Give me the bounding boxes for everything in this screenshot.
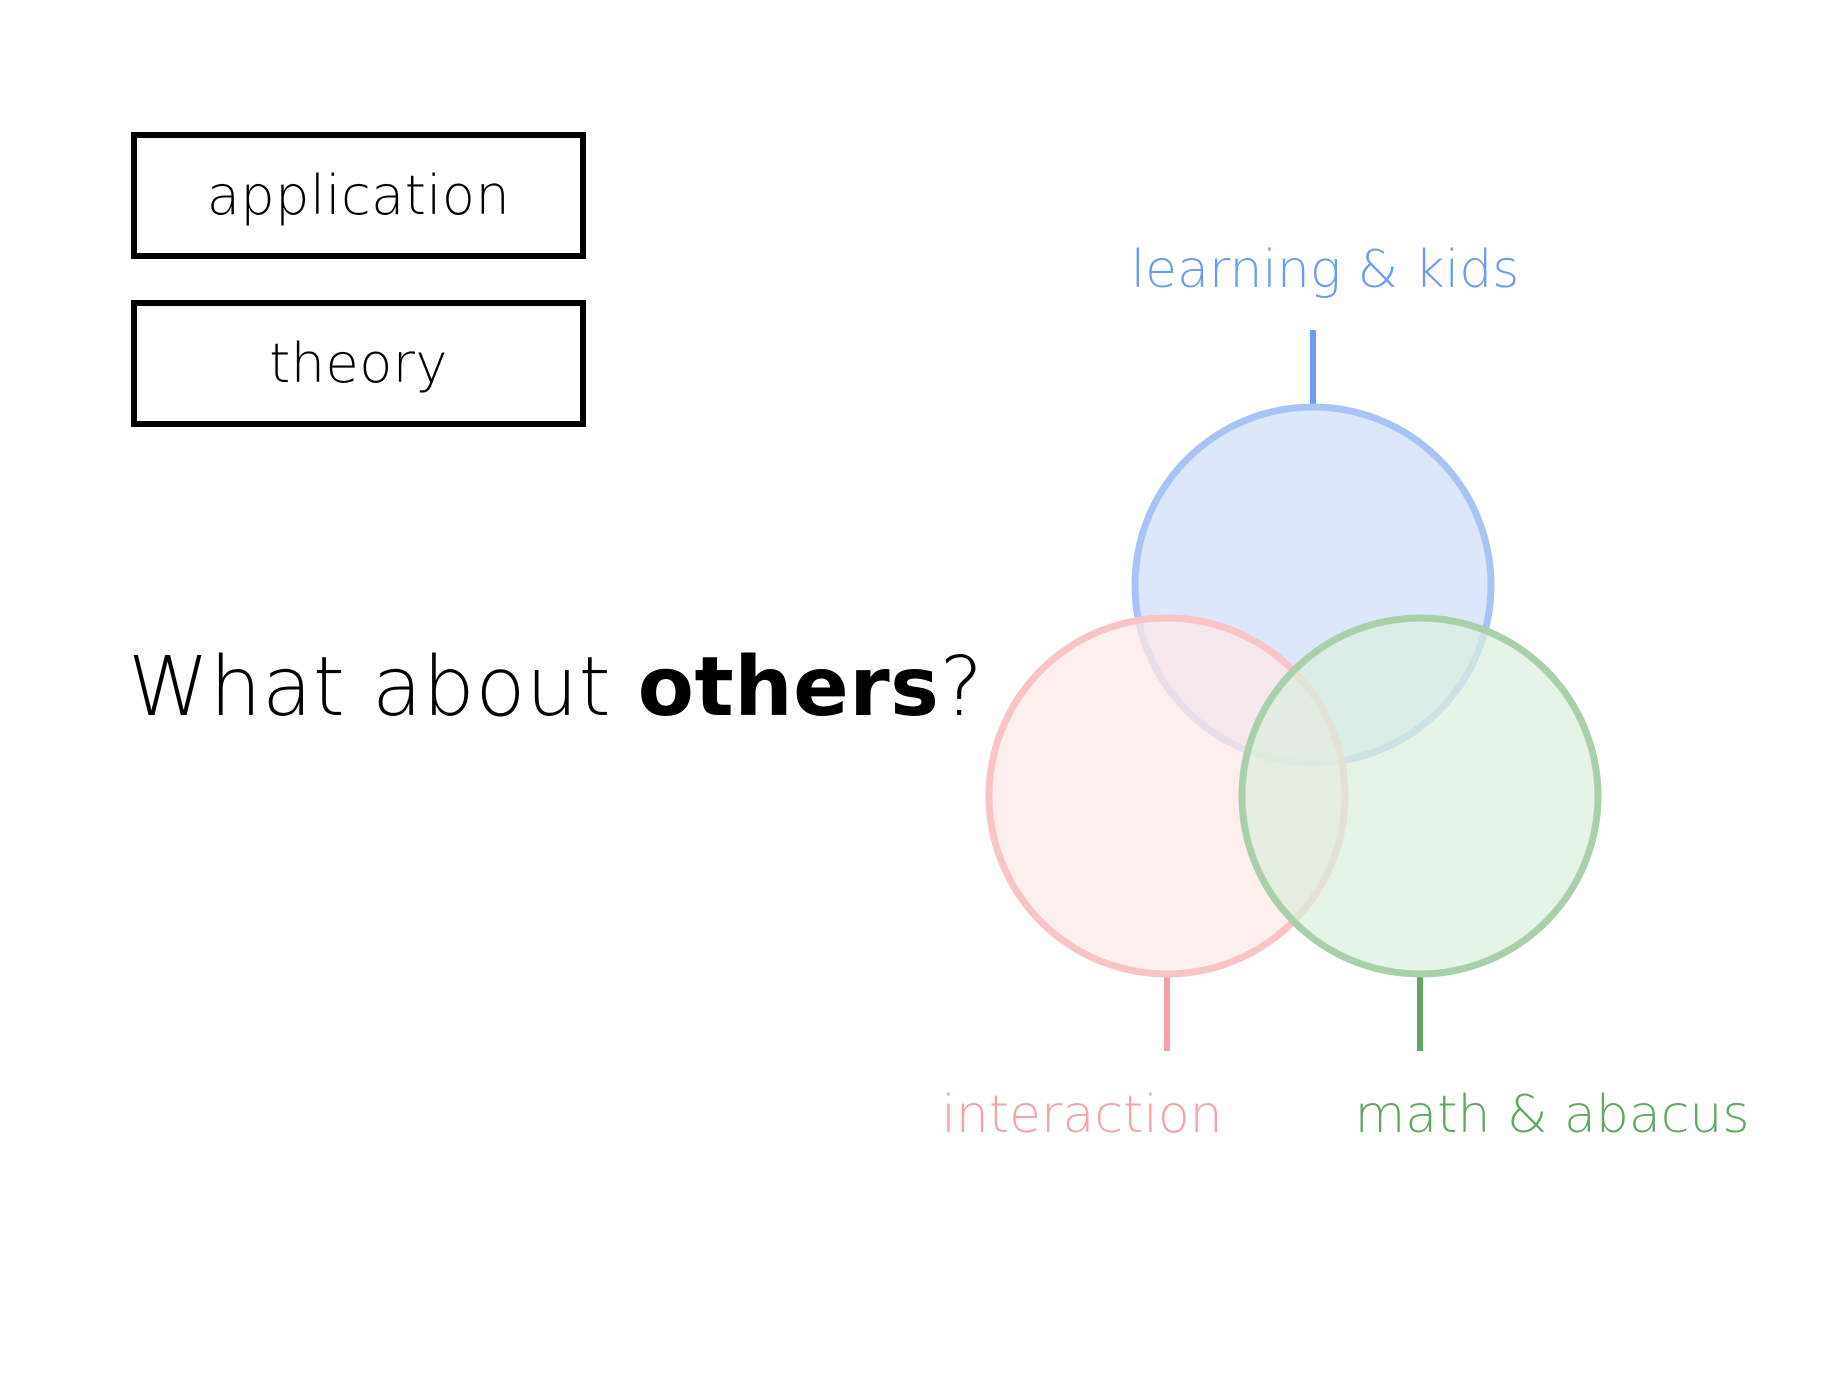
- theory-box: theory: [131, 300, 586, 427]
- theory-label: theory: [269, 332, 448, 395]
- question-emphasis: others: [637, 640, 940, 735]
- question-prefix: What about: [128, 640, 638, 735]
- application-box: application: [131, 132, 586, 259]
- math-label: math & abacus: [1355, 1085, 1750, 1145]
- question-heading: What about others?: [128, 640, 983, 735]
- application-label: application: [206, 164, 511, 227]
- question-suffix: ?: [939, 640, 984, 735]
- interaction-label: interaction: [941, 1085, 1222, 1145]
- learning-label: learning & kids: [1131, 240, 1520, 300]
- math-circle: [1238, 614, 1602, 978]
